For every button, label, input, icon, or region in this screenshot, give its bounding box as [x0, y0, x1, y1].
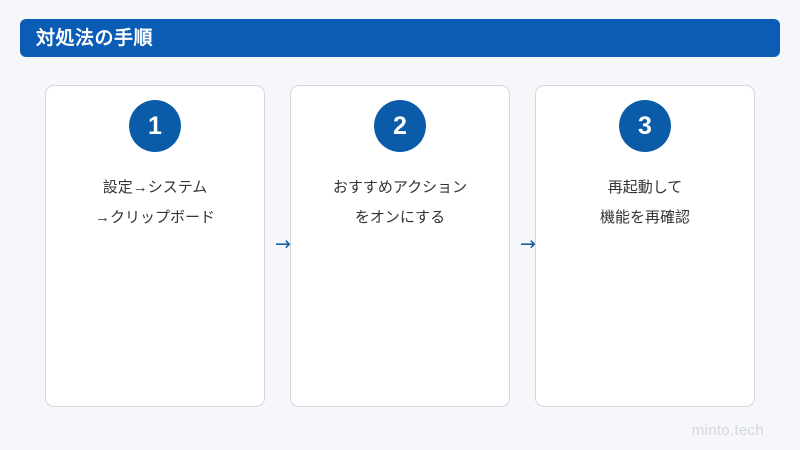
step-card-1: 1 設定→システム →クリップボード	[45, 85, 265, 407]
step-badge-2: 2	[374, 100, 426, 152]
step-card-2: 2 おすすめアクション をオンにする	[290, 85, 510, 407]
arrow-right-icon: →	[520, 233, 536, 255]
step-badge-3: 3	[619, 100, 671, 152]
page-title: 対処法の手順	[36, 27, 154, 49]
arrow-right-icon: →	[275, 233, 291, 255]
step-badge-1: 1	[129, 100, 181, 152]
step-label-2: おすすめアクション をオンにする	[332, 179, 468, 226]
step-card-3: 3 再起動して 機能を再確認	[535, 85, 755, 407]
header-banner: 対処法の手順	[20, 19, 780, 57]
steps-row: 1 設定→システム →クリップボード 2 おすすめアクション をオンにする 3 …	[45, 85, 755, 407]
step-label-1: 設定→システム →クリップボード	[94, 179, 215, 226]
watermark-label: minto.tech	[691, 422, 764, 439]
step-label-3: 再起動して 機能を再確認	[599, 179, 690, 226]
